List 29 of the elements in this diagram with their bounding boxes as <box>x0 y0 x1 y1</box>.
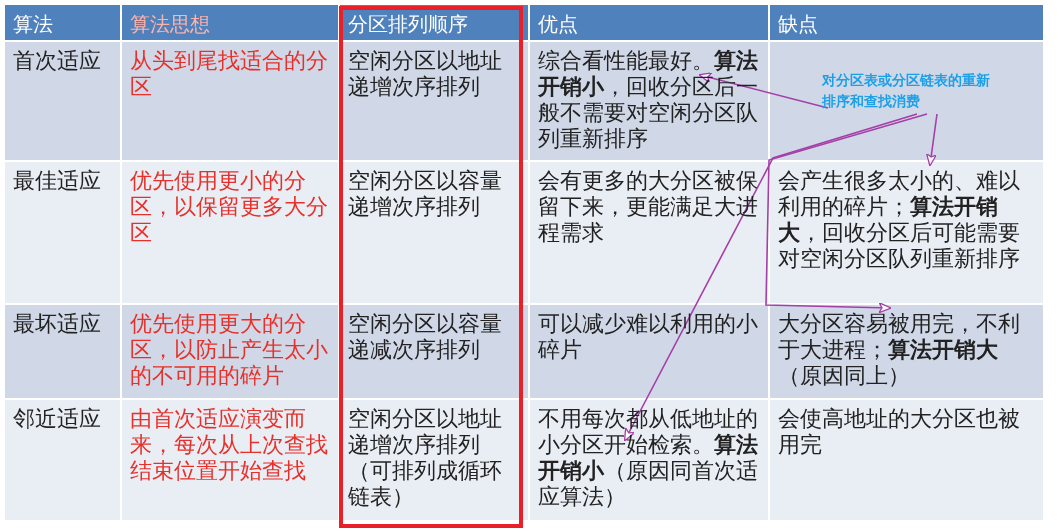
row-header: 首次适应 <box>13 48 102 74</box>
cell-text: 空闲分区以地址递增次序排列 <box>348 48 503 100</box>
arrow <box>765 113 928 314</box>
cell-text: 空闲分区以地址递增次序排列（可排列成循环链表） <box>348 406 503 510</box>
cell-text: 会产生很多太小的、难以利用的碎片；算法开销大，回收分区后可能需要对空闲分区队列重新排序 <box>778 168 1021 272</box>
cell-text: 优先使用更小的分区，以保留更多大分区 <box>130 168 329 246</box>
row-header: 最佳适应 <box>13 168 102 194</box>
annotation-text: 对分区表或分区链表的重新排序和查找消费 <box>822 70 1002 112</box>
cell-text: 空闲分区以容量递增次序排列 <box>348 168 503 220</box>
table-cell <box>770 305 1045 400</box>
cell-text: 从头到尾找适合的分区 <box>130 48 329 100</box>
column-header: 缺点 <box>778 11 819 37</box>
cell-text: 会使高地址的大分区也被用完 <box>778 406 1021 458</box>
column-header: 算法 <box>13 11 54 37</box>
table-cell <box>770 162 1045 305</box>
arrow <box>623 113 918 442</box>
column-header: 分区排列顺序 <box>348 11 469 37</box>
table-cell <box>530 400 770 522</box>
column-header: 优点 <box>538 11 579 37</box>
cell-text: 大分区容易被用完，不利于大进程；算法开销大（原因同上） <box>778 311 1021 389</box>
column-header: 算法思想 <box>130 11 211 37</box>
table-cell <box>530 42 770 162</box>
row-header: 邻近适应 <box>13 406 102 432</box>
cell-text: 由首次适应演变而来，每次从上次查找结束位置开始查找 <box>130 406 329 484</box>
row-header: 最坏适应 <box>13 311 102 337</box>
cell-text: 优先使用更大的分区，以防止产生太小的不可用的碎片 <box>130 311 329 389</box>
arrow <box>925 113 938 167</box>
arrow <box>698 72 829 109</box>
cell-text: 空闲分区以容量递减次序排列 <box>348 311 503 363</box>
